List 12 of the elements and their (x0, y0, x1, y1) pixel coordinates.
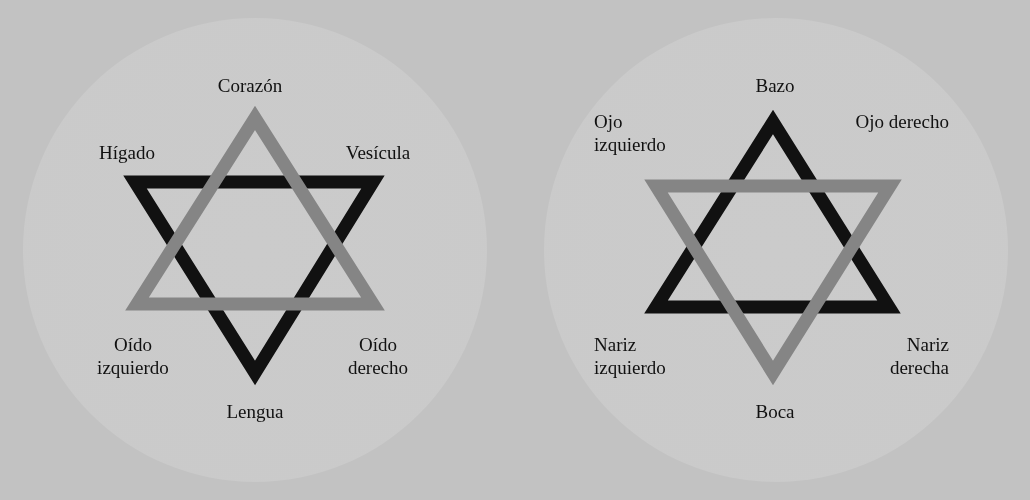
organ-label: Bazo (754, 74, 796, 97)
organ-label: Boca (754, 400, 796, 423)
organ-label: Ojo izquierdo (594, 110, 667, 156)
organ-label: Nariz derecha (888, 333, 949, 379)
organ-label: Ojo derecho (854, 110, 949, 133)
organ-label: Hígado (98, 141, 156, 164)
organ-label: Oído izquierdo (96, 333, 170, 379)
organ-label: Lengua (225, 400, 285, 423)
organ-label: Vesícula (344, 141, 412, 164)
organ-label: Corazón (216, 74, 284, 97)
organ-label: Oído derecho (346, 333, 410, 379)
organ-label: Nariz izquierdo (594, 333, 667, 379)
